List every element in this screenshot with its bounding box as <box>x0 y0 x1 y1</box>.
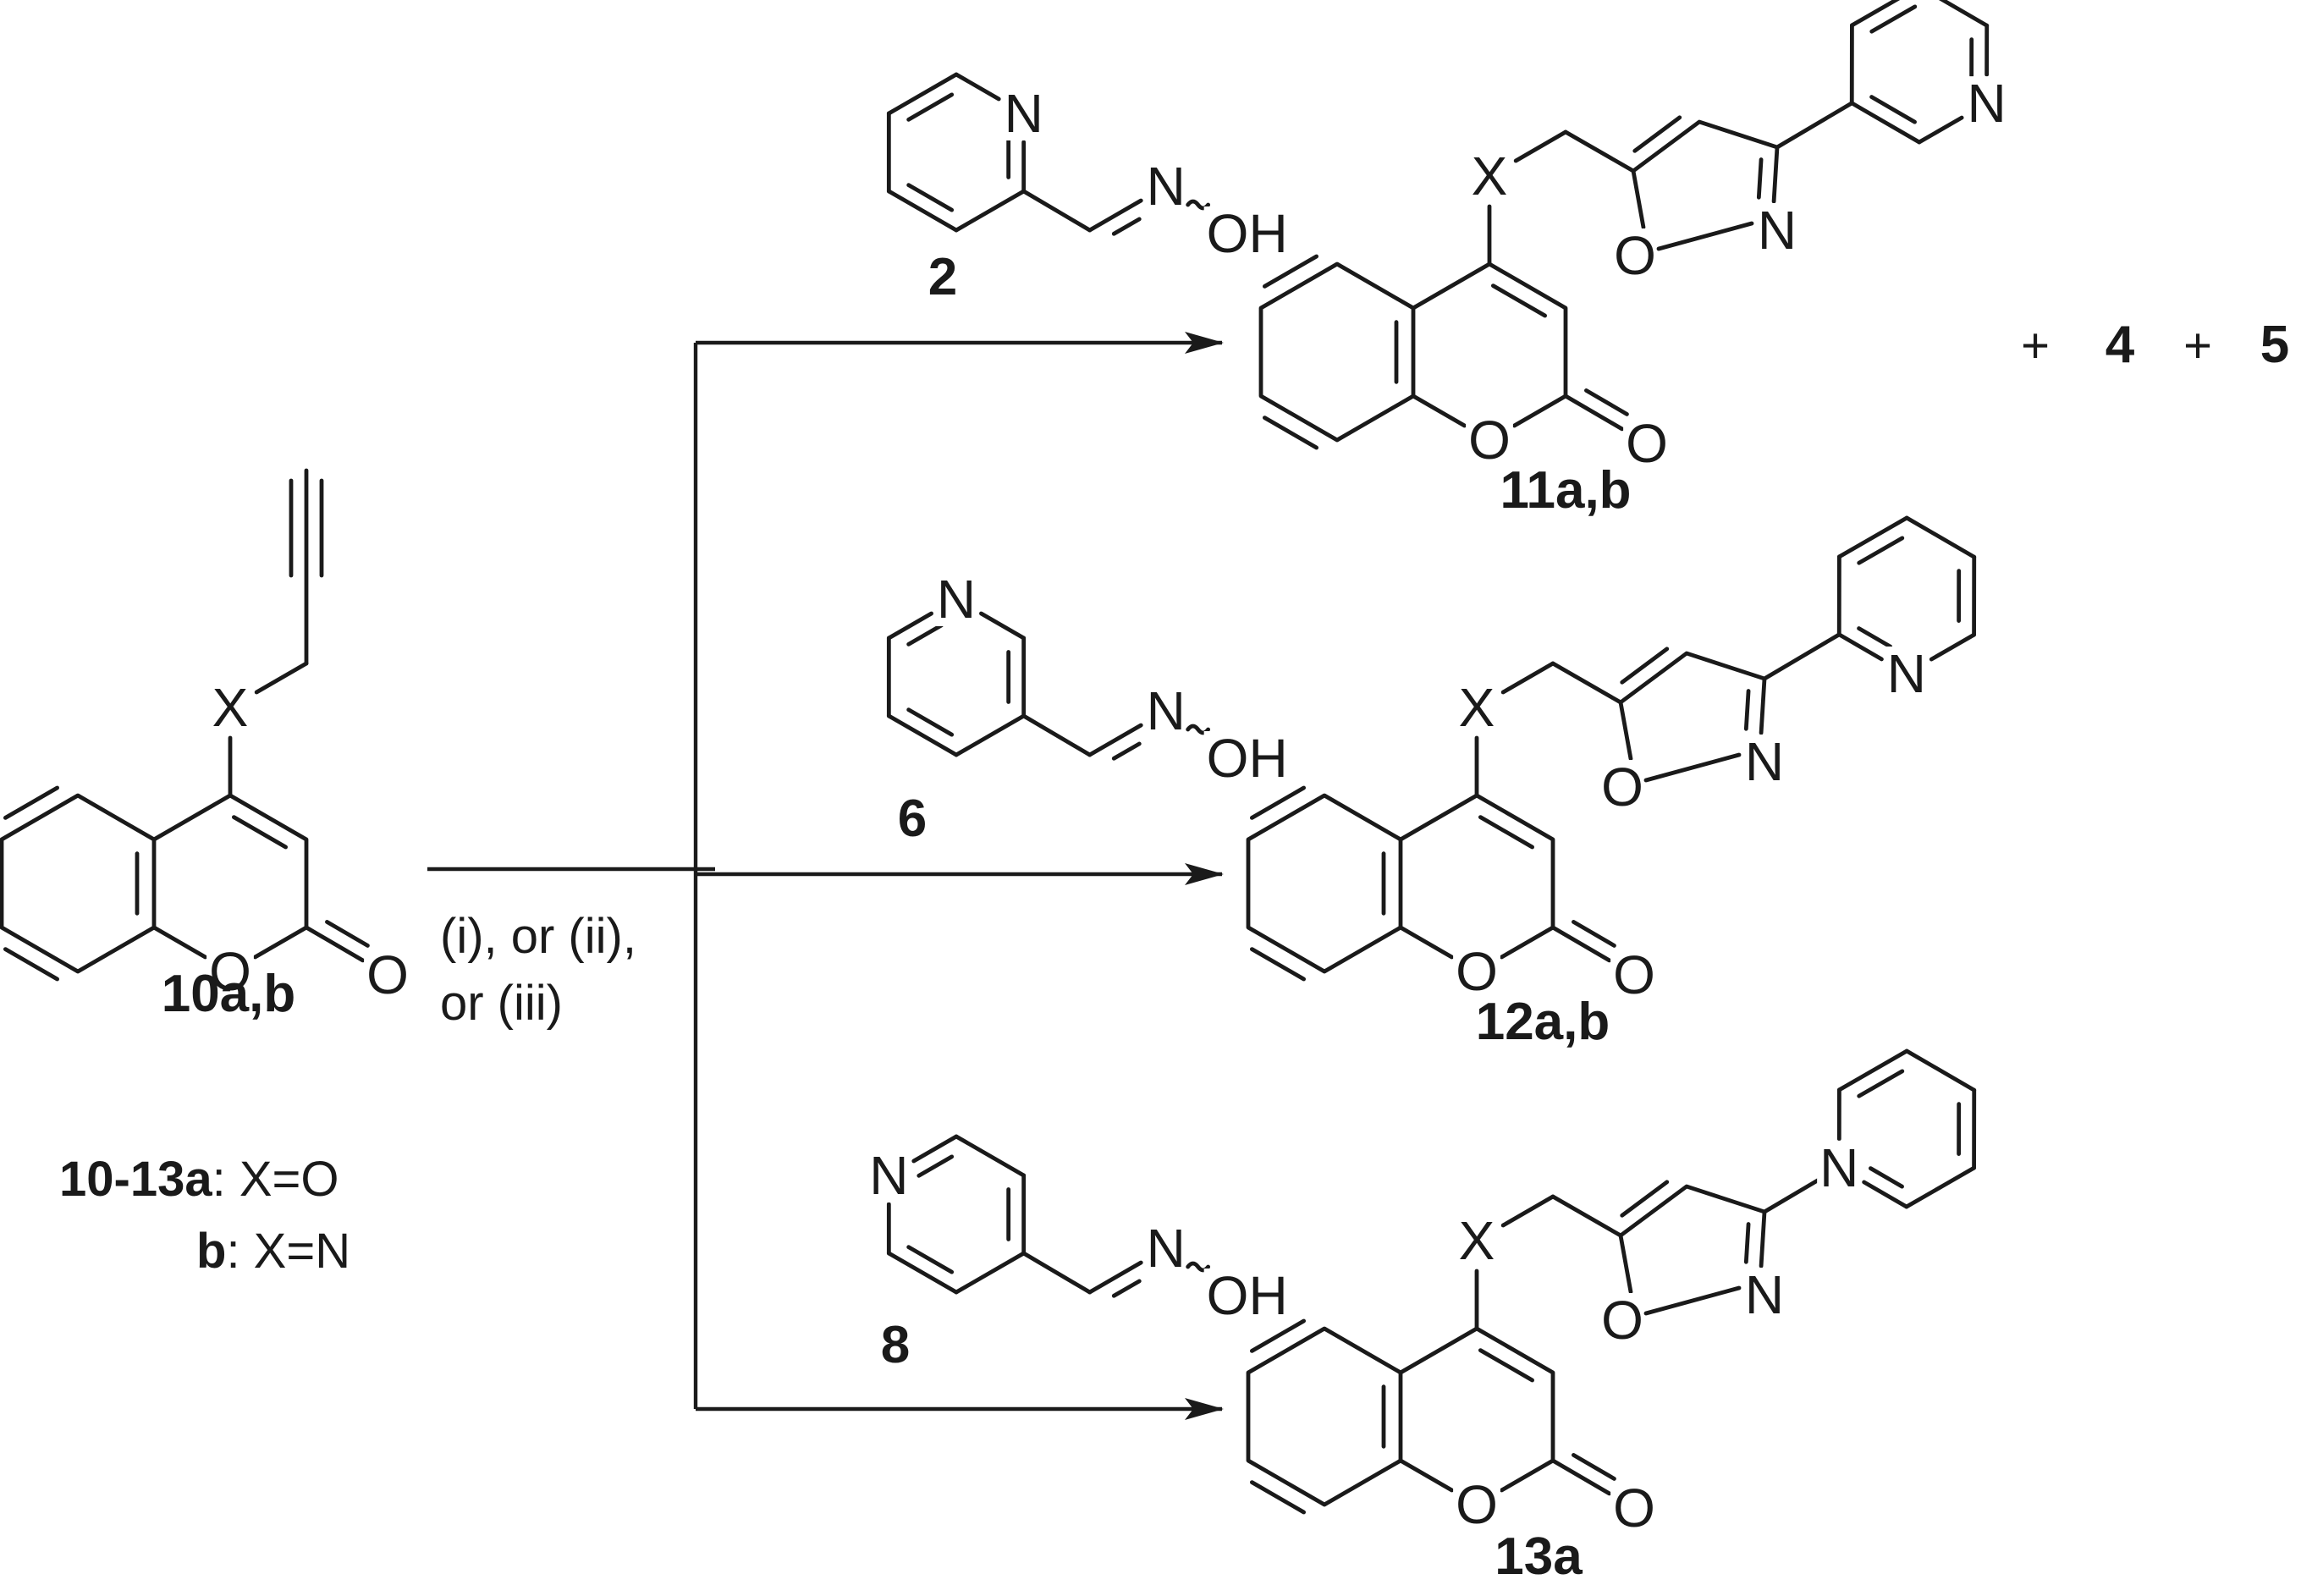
plus-2: + <box>2183 318 2212 373</box>
legend-row1-definition: : X=O <box>212 1152 339 1207</box>
r6-atom-n-oxime: N <box>1147 680 1186 741</box>
p12-atom-o-isox: O <box>1601 757 1643 817</box>
p12-atom-n-pyridyl: N <box>1887 643 1926 704</box>
conditions-line2: or (iii) <box>440 976 563 1031</box>
p12-atom-o-ring: O <box>1456 941 1498 1002</box>
r6-atom-n-ring: N <box>937 569 976 630</box>
starting-material-10ab: O O X <box>0 468 411 1005</box>
p13-atom-n-isox: N <box>1745 1264 1784 1325</box>
legend-row2: b: X=N <box>196 1224 350 1279</box>
label-11ab: 11a,b <box>1500 461 1631 520</box>
r6-atom-oh: OH <box>1207 728 1288 789</box>
product-12ab: O O X N O N <box>1246 515 1977 1005</box>
reagent-8: N N OH <box>867 1134 1291 1326</box>
conditions-line1: (i), or (ii), <box>440 909 636 964</box>
p11-atom-x: X <box>1472 146 1508 206</box>
product-13a: O O X N O N <box>1246 1048 1977 1538</box>
r2-atom-n-ring: N <box>1005 83 1043 144</box>
sm-atom-o-carbonyl: O <box>366 944 409 1005</box>
legend-row1-compounds: 10-13a <box>59 1152 212 1207</box>
label-13a: 13a <box>1495 1527 1583 1586</box>
r2-atom-oh: OH <box>1207 203 1288 264</box>
p12-atom-o-carbonyl: O <box>1613 944 1655 1005</box>
plus-1: + <box>2021 318 2050 373</box>
p11-atom-n-isox: N <box>1758 200 1797 261</box>
p11-atom-n-pyridyl: N <box>1967 73 2006 134</box>
label-10ab: 10a,b <box>162 965 296 1023</box>
r8-atom-n-oxime: N <box>1147 1218 1186 1279</box>
label-2: 2 <box>928 248 957 306</box>
p13-atom-n-pyridyl: N <box>1819 1137 1858 1198</box>
p11-atom-o-ring: O <box>1468 410 1511 471</box>
legend-row2-compounds: b <box>196 1224 226 1279</box>
legend-row2-definition: : X=N <box>226 1224 350 1279</box>
r2-atom-n-oxime: N <box>1147 156 1186 217</box>
label-12ab: 12a,b <box>1476 993 1610 1051</box>
p13-atom-o-isox: O <box>1601 1290 1643 1351</box>
r8-atom-oh: OH <box>1207 1265 1288 1326</box>
byproduct-4: 4 <box>2106 316 2135 374</box>
reagent-2: N N OH <box>886 72 1291 264</box>
sm-atom-x: X <box>212 677 249 738</box>
p13-atom-o-ring: O <box>1456 1474 1498 1535</box>
label-6: 6 <box>898 790 927 848</box>
sm-atom-o-ring: O <box>209 941 251 1002</box>
label-8: 8 <box>881 1316 910 1374</box>
byproduct-5: 5 <box>2260 316 2289 374</box>
p11-atom-o-isox: O <box>1614 225 1656 286</box>
p13-atom-x: X <box>1459 1210 1495 1271</box>
p11-atom-o-carbonyl: O <box>1626 413 1668 474</box>
reagent-6: N N OH <box>886 569 1291 789</box>
p13-atom-o-carbonyl: O <box>1613 1478 1655 1538</box>
reaction-arrows <box>427 332 1224 1420</box>
p12-atom-n-isox: N <box>1745 731 1784 792</box>
product-11ab: O O X N O N <box>1258 0 2009 474</box>
legend-row1: 10-13a: X=O <box>59 1152 339 1207</box>
p12-atom-x: X <box>1459 677 1495 738</box>
r8-atom-n-ring: N <box>869 1145 908 1206</box>
